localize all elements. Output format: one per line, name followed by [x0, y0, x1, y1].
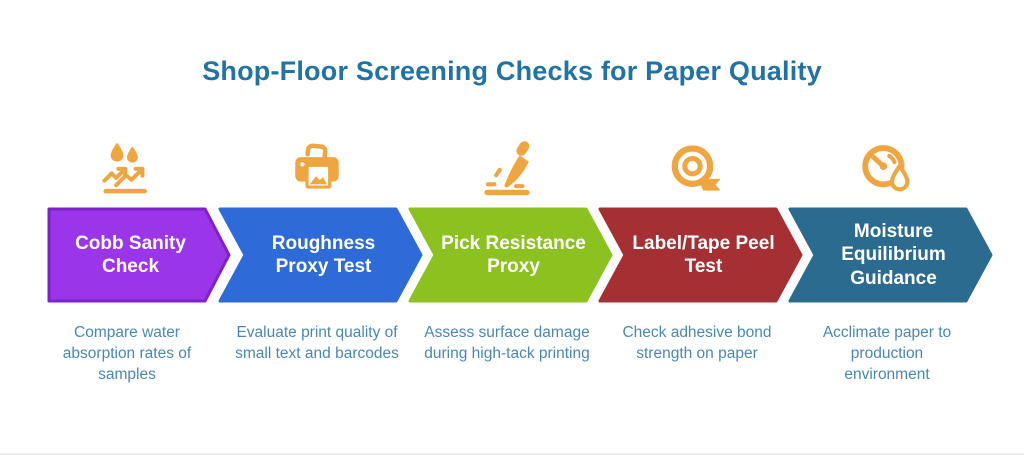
step-description-text: Evaluate print quality of small text and…	[235, 324, 399, 362]
step-label: Roughness Proxy Test	[271, 232, 376, 277]
step-icon-cell	[792, 136, 982, 200]
step-chevron-moisture-equilibrium-guidance: Moisture Equilibrium Guidance	[788, 207, 993, 303]
chevron-shape	[788, 207, 993, 303]
description-row: Compare water absorption rates of sample…	[32, 323, 982, 385]
chevron-shape	[47, 207, 231, 303]
step-description: Check adhesive bond strength on paper	[602, 323, 792, 385]
step-chevron-pick-resistance-proxy: Pick Resistance Proxy	[408, 207, 613, 303]
step-icon-cell	[602, 136, 792, 200]
step-description-text: Check adhesive bond strength on paper	[622, 324, 772, 362]
step-icon-cell	[412, 136, 602, 200]
paint-pick-icon	[484, 141, 530, 196]
step-description: Acclimate paper to production environmen…	[792, 323, 982, 385]
step-label: Pick Resistance Proxy	[441, 232, 586, 277]
step-description-text: Compare water absorption rates of sample…	[62, 324, 192, 383]
step-description: Compare water absorption rates of sample…	[32, 323, 222, 385]
chevron-shape	[218, 207, 423, 303]
step-description: Assess surface damage during high-tack p…	[412, 323, 602, 385]
water-absorption-icon	[102, 142, 147, 194]
step-description-text: Assess surface damage during high-tack p…	[424, 324, 590, 362]
step-description: Evaluate print quality of small text and…	[222, 323, 412, 385]
bottom-divider	[0, 453, 1024, 455]
step-icon-cell	[222, 136, 412, 200]
step-label: Cobb Sanity Check	[75, 232, 186, 277]
icon-row	[32, 136, 982, 200]
printer-icon	[295, 143, 339, 189]
step-label: Label/Tape Peel Test	[632, 232, 775, 277]
step-chevron-label-tape-peel-test: Label/Tape Peel Test	[598, 207, 803, 303]
moisture-gauge-icon	[862, 145, 910, 192]
page-title: Shop-Floor Screening Checks for Paper Qu…	[202, 56, 822, 86]
tape-roll-icon	[671, 145, 721, 191]
step-chevron-cobb-sanity-check: Cobb Sanity Check	[47, 207, 232, 303]
process-steps: Cobb Sanity Check Roughness Proxy Test P…	[0, 207, 1024, 303]
chevron-shape	[598, 207, 803, 303]
step-chevron-roughness-proxy-test: Roughness Proxy Test	[218, 207, 423, 303]
step-label: Moisture Equilibrium Guidance	[841, 221, 946, 289]
step-icon-cell	[32, 136, 222, 200]
chevron-shape	[408, 207, 613, 303]
step-description-text: Acclimate paper to production environmen…	[822, 324, 952, 383]
